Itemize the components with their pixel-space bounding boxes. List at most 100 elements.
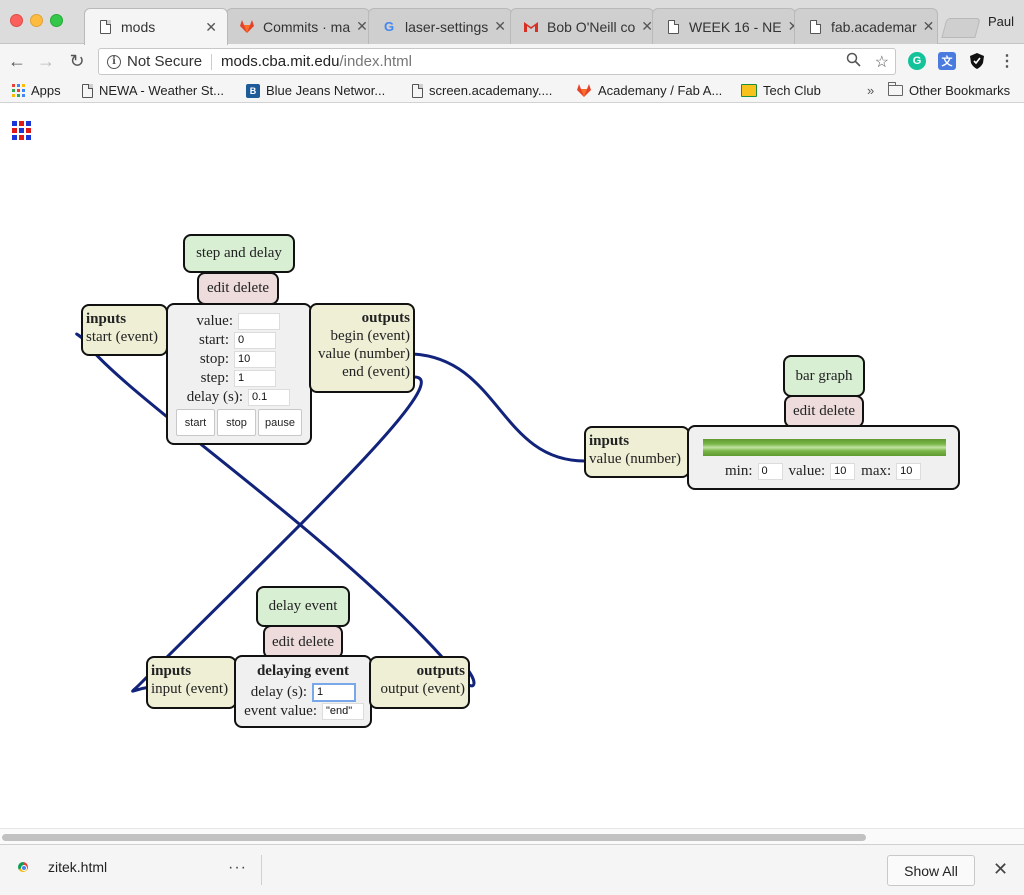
bookmark-label: Academany / Fab A... — [598, 83, 723, 98]
browser-toolbar: ← → ↻ i Not Secure mods.cba.mit.edu/inde… — [0, 44, 1024, 78]
input-start-event[interactable]: start (event) — [86, 329, 159, 345]
tab-close-icon[interactable]: ✕ — [922, 18, 935, 34]
new-tab-button[interactable] — [941, 18, 981, 38]
shield-icon[interactable] — [968, 52, 986, 70]
window-zoom-button[interactable] — [50, 14, 63, 27]
mods-canvas[interactable]: step and delay edit delete inputs start … — [0, 104, 1024, 828]
start-field[interactable]: 0 — [234, 332, 276, 349]
download-item[interactable]: zitek.html — [18, 859, 107, 875]
field-row-step: step: 1 — [201, 370, 276, 387]
stop-label: stop: — [199, 351, 229, 367]
delay-field[interactable]: 1 — [312, 683, 356, 702]
download-file-name: zitek.html — [48, 859, 108, 875]
tab-close-icon[interactable]: ✕ — [788, 18, 800, 35]
field-row-delay: delay (s): 1 — [251, 683, 356, 702]
bookmark-other[interactable]: Other Bookmarks — [888, 82, 1010, 99]
bookmark-newa[interactable]: NEWA - Weather St... — [82, 82, 224, 99]
forward-arrow-icon[interactable]: → — [37, 50, 55, 71]
bookmark-apps[interactable]: Apps — [12, 82, 61, 99]
delay-label: delay (s): — [250, 684, 307, 700]
output-begin-event[interactable]: begin (event) — [330, 328, 410, 344]
window-close-button[interactable] — [10, 14, 23, 27]
pause-button[interactable]: pause — [258, 409, 302, 436]
tab-close-icon[interactable]: ✕ — [494, 18, 506, 34]
grammarly-icon[interactable]: G — [908, 52, 926, 70]
inputs-heading: inputs — [86, 311, 127, 327]
value-field[interactable] — [238, 313, 280, 330]
tab-close-icon[interactable]: ✕ — [205, 18, 217, 35]
bar-graph-body: min: 0 value: 10 max: 10 — [687, 425, 960, 490]
delay-field[interactable]: 0.1 — [248, 389, 290, 406]
step-delay-delete-button[interactable]: delete — [233, 280, 270, 296]
document-icon — [665, 19, 681, 35]
tab-label: laser-settings — [405, 18, 489, 35]
bookmarks-overflow-chevron[interactable]: » — [867, 83, 875, 98]
delay-event-delete-button[interactable]: delete — [298, 633, 335, 650]
tab-close-icon[interactable]: ✕ — [356, 18, 368, 34]
zoom-search-icon[interactable] — [846, 52, 861, 72]
value-label: value: — [788, 463, 826, 479]
url-separator — [211, 53, 213, 70]
bar-graph-edit-button[interactable]: edit — [792, 403, 816, 419]
tab-label: fab.academar — [831, 18, 917, 35]
step-delay-inputs-panel: inputs start (event) — [81, 304, 168, 356]
tab-fab-academy[interactable]: fab.academar ✕ — [794, 8, 938, 44]
bar-graph-track — [703, 439, 946, 456]
security-label: Not Secure — [127, 53, 203, 70]
field-row-delay: delay (s): 0.1 — [187, 389, 290, 406]
translate-icon[interactable]: 文 — [938, 52, 956, 70]
bookmark-label: Other Bookmarks — [909, 83, 1011, 98]
document-icon — [97, 19, 113, 35]
step-delay-title-button[interactable]: step and delay — [183, 234, 295, 273]
delay-event-edit-button[interactable]: edit — [271, 633, 295, 650]
bookmark-bluejeans[interactable]: B Blue Jeans Networ... — [246, 82, 385, 99]
output-value-number[interactable]: value (number) — [317, 346, 410, 362]
chrome-menu-icon[interactable]: ⋮ — [999, 53, 1015, 70]
scrollbar-thumb[interactable] — [2, 834, 866, 841]
output-event[interactable]: output (event) — [380, 681, 465, 697]
tab-close-icon[interactable]: ✕ — [641, 18, 653, 34]
tab-mods[interactable]: mods ✕ — [84, 8, 228, 45]
address-bar[interactable]: i Not Secure mods.cba.mit.edu/index.html… — [98, 48, 896, 75]
profile-name[interactable]: Paul — [987, 14, 1014, 29]
bar-graph-delete-button[interactable]: delete — [819, 403, 856, 419]
google-icon: G — [383, 19, 395, 34]
bookmark-screen-academany[interactable]: screen.academany.... — [412, 82, 552, 99]
tab-week16[interactable]: WEEK 16 - NE ✕ — [652, 8, 799, 44]
reload-icon[interactable]: ↻ — [69, 50, 85, 71]
bar-graph-title-button[interactable]: bar graph — [783, 355, 865, 397]
input-value-number[interactable]: value (number) — [589, 451, 682, 467]
min-field[interactable]: 0 — [757, 463, 783, 480]
tab-gmail[interactable]: Bob O'Neill co ✕ — [510, 8, 654, 44]
min-label: min: — [725, 463, 753, 479]
bookmark-academany-fab[interactable]: Academany / Fab A... — [576, 82, 722, 99]
step-field[interactable]: 1 — [234, 370, 276, 387]
info-icon[interactable]: i — [107, 54, 121, 69]
star-bookmark-icon[interactable]: ☆ — [874, 54, 889, 71]
gitlab-icon — [239, 19, 255, 35]
step-label: step: — [200, 370, 229, 386]
horizontal-scrollbar[interactable] — [0, 828, 1024, 844]
url-path: /index.html — [339, 53, 412, 70]
step-delay-edit-button[interactable]: edit — [206, 280, 230, 296]
delay-event-title-button[interactable]: delay event — [256, 586, 350, 627]
document-icon — [412, 83, 423, 98]
mods-menu-icon[interactable] — [12, 121, 31, 140]
download-more-icon[interactable]: ··· — [228, 859, 247, 876]
max-field[interactable]: 10 — [896, 463, 922, 480]
start-button[interactable]: start — [176, 409, 215, 436]
close-icon[interactable]: ✕ — [993, 859, 1009, 879]
bookmark-tech-club[interactable]: Tech Club — [741, 82, 821, 99]
show-all-button[interactable]: Show All — [887, 855, 975, 886]
window-minimize-button[interactable] — [30, 14, 43, 27]
back-arrow-icon[interactable]: ← — [8, 50, 26, 71]
input-event[interactable]: input (event) — [151, 681, 229, 697]
event-value-field[interactable]: "end" — [322, 703, 364, 720]
stop-field[interactable]: 10 — [234, 351, 276, 368]
stop-button[interactable]: stop — [217, 409, 256, 436]
value-field[interactable]: 10 — [830, 463, 856, 480]
output-end-event[interactable]: end (event) — [342, 364, 410, 380]
step-delay-body: value: start: 0 stop: 10 step: 1 delay (… — [166, 303, 312, 445]
tab-commits[interactable]: Commits · ma ✕ — [226, 8, 370, 44]
tab-laser-settings[interactable]: G laser-settings ✕ — [368, 8, 512, 44]
